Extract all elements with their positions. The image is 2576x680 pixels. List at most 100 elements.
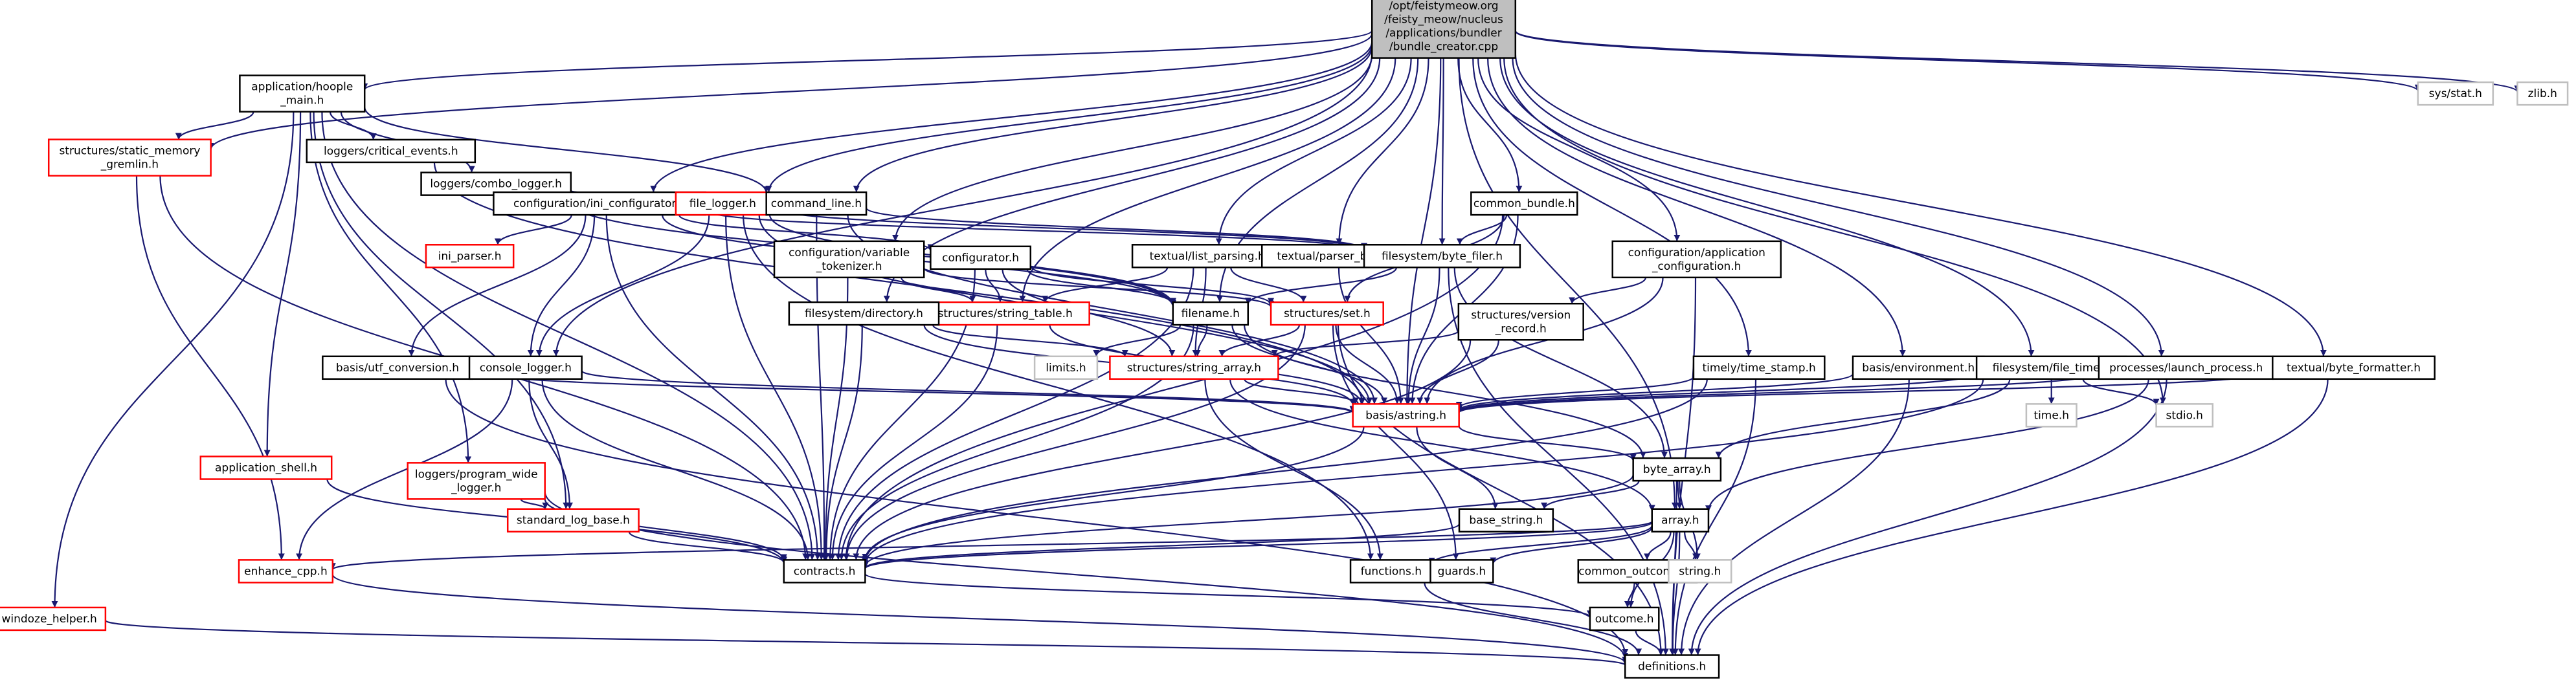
edge-directory-to-string-array xyxy=(932,324,1128,357)
node-outcome[interactable]: outcome.h xyxy=(1589,606,1660,631)
node-label: textual/parser_bits.h xyxy=(1277,250,1390,263)
node-root[interactable]: /opt/feistymeow.org/feisty_meow/nucleus/… xyxy=(1371,0,1517,59)
node-label: configuration/variable xyxy=(789,247,910,259)
node-box xyxy=(1172,301,1249,326)
node-box xyxy=(675,191,770,216)
node-time-h[interactable]: time.h xyxy=(2025,403,2078,428)
edge-root-to-hoople-main xyxy=(361,30,1373,91)
node-static-memory-gremlin[interactable]: structures/static_memory_gremlin.h xyxy=(47,138,212,177)
node-label: contracts.h xyxy=(794,565,856,578)
node-label: array.h xyxy=(1661,514,1699,527)
edge-byte-filer-to-astring xyxy=(1405,267,1440,404)
node-windoze-helper[interactable]: windoze_helper.h xyxy=(0,606,107,631)
node-byte-filer[interactable]: filesystem/byte_filer.h xyxy=(1363,244,1521,269)
node-guards[interactable]: guards.h xyxy=(1429,559,1494,584)
node-string-table[interactable]: structures/string_table.h xyxy=(920,301,1090,326)
edge-root-to-sys-stat xyxy=(1514,30,2421,92)
edge-functions-to-definitions xyxy=(1424,582,1642,655)
node-box xyxy=(788,301,940,326)
node-byte-formatter[interactable]: textual/byte_formatter.h xyxy=(2272,355,2436,380)
node-label: /bundle_creator.cpp xyxy=(1389,41,1498,54)
node-box xyxy=(1651,508,1710,532)
edge-astring-to-base-string xyxy=(1416,426,1499,509)
node-application-shell[interactable]: application_shell.h xyxy=(199,455,333,480)
node-app-configuration[interactable]: configuration/application_configuration.… xyxy=(1611,240,1782,279)
node-common-bundle[interactable]: common_bundle.h xyxy=(1470,191,1578,216)
node-box xyxy=(1371,0,1517,59)
node-sys-stat[interactable]: sys/stat.h xyxy=(2417,81,2494,106)
node-time-stamp[interactable]: timely/time_stamp.h xyxy=(1692,355,1826,380)
node-critical-events[interactable]: loggers/critical_events.h xyxy=(306,138,476,164)
node-enhance-cpp[interactable]: enhance_cpp.h xyxy=(238,559,334,584)
node-list-parsing[interactable]: textual/list_parsing.h xyxy=(1131,244,1283,269)
node-version-record[interactable]: structures/version_record.h xyxy=(1457,303,1584,341)
edge-root-to-astring xyxy=(1404,58,1442,404)
node-launch-process[interactable]: processes/launch_process.h xyxy=(2098,355,2274,380)
node-box xyxy=(1611,240,1782,279)
node-label: _logger.h xyxy=(451,481,501,494)
node-console-logger[interactable]: console_logger.h xyxy=(468,355,583,380)
node-array[interactable]: array.h xyxy=(1651,508,1710,532)
node-byte-array[interactable]: byte_array.h xyxy=(1632,457,1722,482)
edge-app-configuration-to-version-record xyxy=(1569,277,1646,304)
node-utf-conversion[interactable]: basis/utf_conversion.h xyxy=(322,355,473,380)
node-box xyxy=(199,455,333,480)
node-base-string[interactable]: base_string.h xyxy=(1458,508,1554,532)
node-string-h[interactable]: string.h xyxy=(1668,559,1732,584)
node-box xyxy=(506,508,640,532)
edge-list-parsing-to-set xyxy=(1230,267,1307,303)
node-variable-tokenizer[interactable]: configuration/variable_tokenizer.h xyxy=(773,240,925,279)
edge-launch-process-to-array xyxy=(1705,378,2149,512)
node-hoople-main[interactable]: application/hoople_main.h xyxy=(239,74,366,113)
node-set[interactable]: structures/set.h xyxy=(1270,301,1384,326)
node-definitions[interactable]: definitions.h xyxy=(1624,654,1720,679)
node-stdio-h[interactable]: stdio.h xyxy=(2155,403,2214,428)
node-astring[interactable]: basis/astring.h xyxy=(1352,403,1460,428)
node-functions[interactable]: functions.h xyxy=(1349,559,1433,584)
edge-root-to-file-logger xyxy=(765,43,1373,193)
node-standard-log-base[interactable]: standard_log_base.h xyxy=(506,508,640,532)
edge-filename-to-string-array xyxy=(1194,325,1208,356)
node-label: ini_parser.h xyxy=(438,250,502,263)
node-limits[interactable]: limits.h xyxy=(1033,355,1099,380)
node-program-wide-logger[interactable]: loggers/program_wide_logger.h xyxy=(407,462,546,500)
edge-program-wide-logger-to-standard-log-base xyxy=(520,498,549,510)
edge-root-to-byte-filer xyxy=(1439,58,1446,245)
node-command-line[interactable]: command_line.h xyxy=(765,191,868,216)
node-zlib[interactable]: zlib.h xyxy=(2516,81,2569,106)
edge-root-to-app-configuration xyxy=(1477,58,1681,241)
node-label: common_outcomes.h xyxy=(1578,565,1696,578)
node-environment[interactable]: basis/environment.h xyxy=(1852,355,1985,380)
edge-environment-to-definitions xyxy=(1678,378,1910,655)
node-label: structures/static_memory xyxy=(59,145,200,158)
node-filename[interactable]: filename.h xyxy=(1172,301,1249,326)
edge-root-to-byte-formatter xyxy=(1514,53,2327,356)
edge-set-to-definitions xyxy=(1337,325,1664,655)
edge-file-time-to-stdio-h xyxy=(2082,378,2160,406)
node-label: loggers/program_wide xyxy=(415,468,538,481)
edge-root-to-array xyxy=(1458,58,1678,509)
edge-set-to-string-array xyxy=(1218,324,1301,357)
node-combo-logger[interactable]: loggers/combo_logger.h xyxy=(420,171,572,196)
edge-ini-configurator-to-ini-parser xyxy=(494,214,572,245)
node-box xyxy=(1429,559,1494,584)
edge-root-to-variable-tokenizer xyxy=(892,54,1373,241)
edge-command-line-to-byte-filer xyxy=(865,207,1367,250)
node-box xyxy=(1109,355,1279,380)
node-box xyxy=(425,244,515,269)
node-configurator[interactable]: configurator.h xyxy=(930,245,1032,270)
edge-common-outcomes-to-outcome xyxy=(1624,582,1635,608)
node-string-array[interactable]: structures/string_array.h xyxy=(1109,355,1279,380)
edge-ini-configurator-to-console-logger xyxy=(527,215,596,356)
node-ini-configurator[interactable]: configuration/ini_configurator.h xyxy=(493,191,706,216)
edge-root-to-stdio-h xyxy=(1503,58,2166,404)
edge-root-to-ini-configurator xyxy=(650,41,1373,193)
edge-hoople-main-to-program-wide-logger xyxy=(309,111,472,463)
node-file-logger[interactable]: file_logger.h xyxy=(675,191,770,216)
node-directory[interactable]: filesystem/directory.h xyxy=(788,301,940,326)
edge-file-logger-to-contracts xyxy=(725,215,825,560)
node-ini-parser[interactable]: ini_parser.h xyxy=(425,244,515,269)
node-contracts[interactable]: contracts.h xyxy=(783,559,866,584)
node-box xyxy=(1632,457,1722,482)
edge-filename-to-byte-array xyxy=(1243,325,1646,459)
